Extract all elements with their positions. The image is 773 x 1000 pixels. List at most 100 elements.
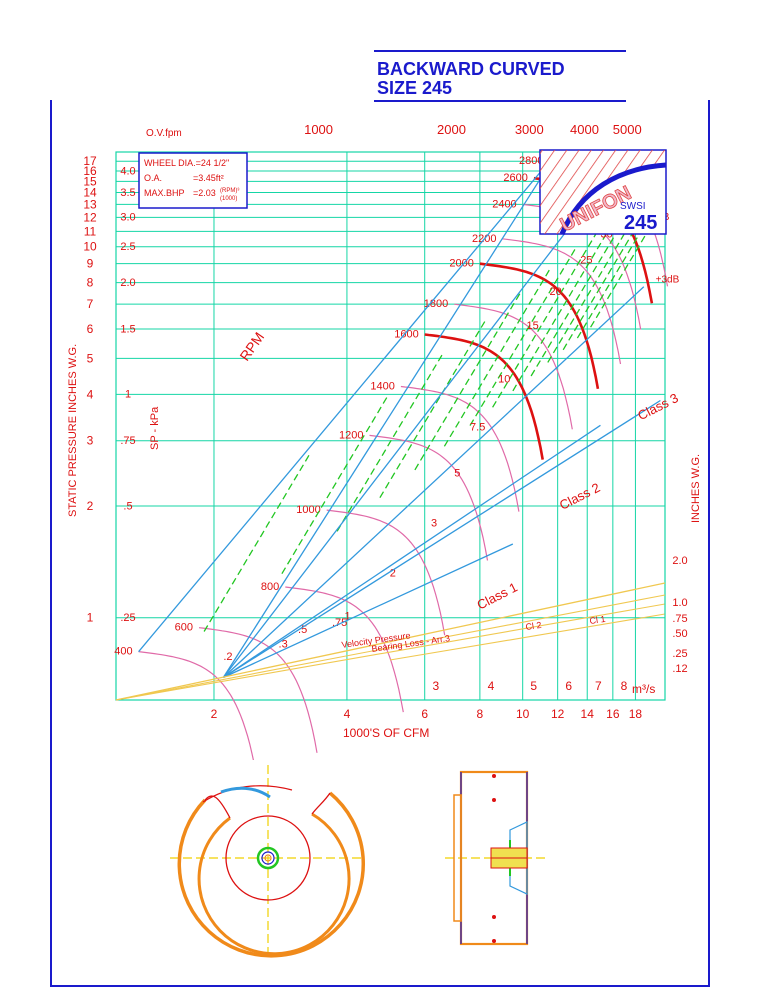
rpm-label-1800: 1800 [424, 298, 448, 310]
right-tick-label: 2.0 [672, 555, 687, 567]
metric-pressure-tick: .75 [120, 435, 135, 447]
rpm-curve-1200 [369, 434, 489, 561]
title-block: BACKWARD CURVED SIZE 245 [374, 50, 626, 102]
metric-flow-tick: 3 [432, 679, 439, 693]
cl1-label: Cl 1 [589, 614, 606, 626]
rpm-label-800: 800 [261, 581, 279, 593]
velocity-pressure-line [115, 582, 666, 701]
bhp-note-bottom: (1000) [220, 196, 237, 202]
bhp-value: =2.03 [193, 188, 216, 198]
bhp-label: MAX.BHP [144, 188, 185, 198]
x-tick-label: 4 [344, 707, 351, 721]
noise-label: +3dB [656, 275, 680, 286]
right-tick-label: .50 [672, 628, 687, 640]
metric-pressure-label: SP - kPa [149, 406, 161, 450]
hp-curve [512, 213, 619, 392]
wheel-front-view [170, 765, 365, 958]
rpm-curve-1400 [400, 385, 520, 512]
system-line [222, 174, 544, 678]
bearing-loss-line [115, 594, 666, 701]
metric-pressure-tick: 3.0 [120, 212, 135, 224]
y-tick-label: 6 [87, 322, 94, 336]
metric-pressure-tick: 2.5 [120, 241, 135, 253]
top-tick-label: 5000 [613, 122, 642, 137]
right-tick-label: 1.0 [672, 597, 687, 609]
hp-label: 25 [580, 255, 592, 267]
hp-curve [492, 229, 599, 408]
right-axis-label: INCHES W.G. [690, 454, 702, 523]
y-tick-label: 15 [83, 174, 97, 188]
hp-label: 3 [431, 518, 437, 530]
hp-label: 1 [345, 610, 351, 622]
wheel-info-box: WHEEL DIA.=24 1/2" O.A. =3.45ft² MAX.BHP… [138, 152, 248, 209]
hp-curve [203, 453, 311, 632]
system-line [222, 196, 594, 678]
x-tick-label: 18 [629, 707, 643, 721]
y-tick-label: 2 [87, 499, 94, 513]
x-axis-title: 1000'S OF CFM [343, 726, 429, 740]
rpm-curve-2200 [502, 238, 622, 365]
rpm-curve-400 [138, 651, 254, 760]
metric-pressure-tick: 1.5 [120, 323, 135, 335]
metric-pressure-tick: .25 [120, 612, 135, 624]
rpm-curve-600 [198, 627, 318, 753]
metric-flow-unit: m³/s [632, 682, 655, 696]
x-tick-label: 2 [211, 707, 218, 721]
class-3-line [222, 399, 661, 679]
hp-label: 2 [390, 568, 396, 580]
rpm-label-1400: 1400 [370, 380, 394, 392]
logo-model: SWSI [620, 201, 646, 212]
rpm-label-600: 600 [175, 622, 193, 634]
hp-label: 20 [549, 286, 561, 298]
hp-label: .3 [279, 639, 288, 651]
y-tick-label: 11 [84, 224, 97, 238]
y-tick-label: 7 [87, 297, 94, 311]
metric-flow-tick: 5 [530, 679, 537, 693]
x-tick-label: 16 [606, 707, 620, 721]
metric-flow-tick: 6 [565, 679, 572, 693]
hp-curve [443, 268, 551, 447]
metric-pressure-tick: .5 [123, 500, 132, 512]
system-line [223, 543, 514, 679]
hp-curve [379, 320, 486, 499]
top-tick-label: 4000 [570, 122, 599, 137]
metric-pressure-tick: 4.0 [120, 165, 135, 177]
title-line-1: BACKWARD CURVED [377, 59, 565, 79]
rpm-label-1200: 1200 [339, 429, 363, 441]
y-tick-label: 17 [83, 154, 97, 168]
class-label: Class 1 [474, 579, 519, 612]
cl2-line [115, 603, 666, 701]
right-tick-label: .75 [672, 613, 687, 625]
unifon-logo: UNIFON SWSI 245 [539, 149, 667, 237]
rpm-label-2600: 2600 [503, 172, 527, 184]
plot-border [115, 151, 666, 701]
class-label: Class 2 [557, 480, 602, 513]
rpm-label-2800: 2800 [519, 155, 543, 167]
rpm-curve-1000 [326, 509, 446, 636]
y-tick-label: 1 [87, 611, 94, 625]
hp-label: 10 [498, 374, 510, 386]
oa-value: =3.45ft² [193, 173, 224, 183]
x-tick-label: 12 [551, 707, 565, 721]
metric-pressure-tick: 3.5 [120, 187, 135, 199]
rpm-label-1600: 1600 [394, 328, 418, 340]
cl2-label: Cl 2 [525, 620, 542, 632]
top-tick-label: 1000 [304, 122, 333, 137]
hp-curve [469, 248, 577, 426]
y-tick-label: 4 [87, 387, 94, 401]
rpm-curves: 4006008001000120014001600180020002200240… [114, 155, 669, 760]
y-tick-label: 14 [83, 185, 97, 199]
metric-pressure-tick: 1 [125, 389, 131, 401]
rpm-curve-1600 [424, 333, 544, 460]
rpm-label-400: 400 [114, 646, 132, 658]
y-axis-title: STATIC PRESSURE INCHES W.G. [67, 344, 79, 517]
frame-left [50, 100, 52, 986]
y-tick-label: 13 [83, 197, 97, 211]
rpm-curve-2000 [479, 262, 600, 390]
rpm-axis-line [138, 160, 550, 653]
hp-label: 7.5 [470, 421, 485, 433]
cl1-line [389, 613, 666, 661]
wheel-dia-label: WHEEL DIA.=24 1/2" [144, 158, 229, 168]
